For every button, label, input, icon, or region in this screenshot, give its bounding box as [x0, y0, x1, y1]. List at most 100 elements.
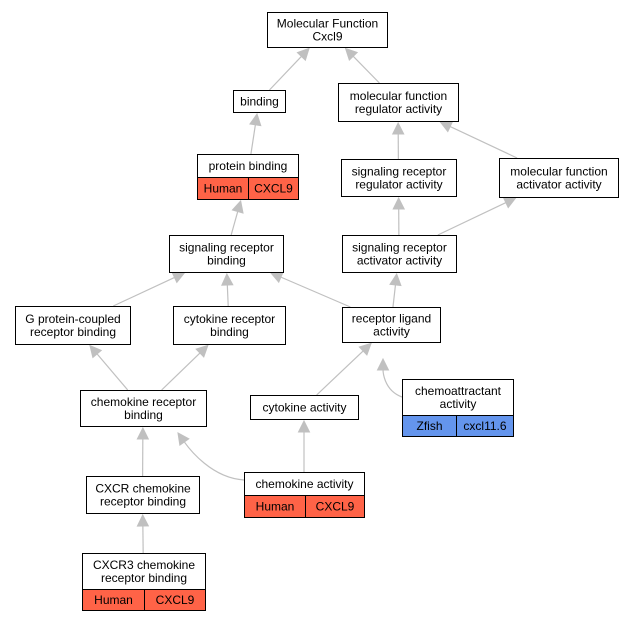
node-box [499, 158, 619, 198]
arrowhead-icon [391, 121, 405, 135]
node-label: molecular function [510, 165, 607, 179]
species-label: Human [256, 500, 295, 514]
node-label: cytokine activity [262, 401, 346, 415]
arrowhead-icon [502, 197, 517, 209]
node-label: activity [440, 397, 477, 411]
node-box [342, 307, 441, 343]
edge-line [448, 125, 518, 159]
node-label: binding [210, 325, 249, 339]
edge-chemokine_rec_binding-to-gpcr_binding [89, 344, 129, 391]
node-box [15, 306, 131, 345]
edge-line [316, 349, 365, 396]
node-label: regulator activity [355, 178, 442, 192]
edge-line [352, 55, 380, 84]
edge-chemokine_activity-to-chemokine_rec_binding [177, 432, 245, 481]
edge-line [161, 351, 202, 391]
edge-sig_rec_binding-to-protein_binding [230, 199, 244, 236]
node-label: Cxcl9 [312, 30, 342, 44]
node-label: binding [207, 254, 246, 268]
species-label: Human [204, 182, 243, 196]
gene-cell [144, 589, 206, 611]
node-box [338, 83, 459, 122]
edge-line [269, 55, 303, 91]
edge-line [113, 276, 176, 307]
edge-line [230, 210, 239, 236]
edge-line [250, 123, 257, 155]
arrowhead-icon [358, 342, 372, 356]
node-label: chemoattractant [415, 384, 502, 398]
annotation-row: Human CXCL9 [244, 495, 365, 518]
edge-line [437, 201, 508, 236]
edge-cxcr3_binding-to-cxcr_binding [136, 513, 150, 554]
arrowhead-icon [177, 432, 190, 447]
node-label: signaling receptor [352, 165, 447, 179]
gene-label: CXCL9 [316, 500, 355, 514]
edges-layer [89, 47, 518, 554]
node-label: signaling receptor [352, 241, 447, 255]
node-box [341, 159, 457, 197]
arrowhead-icon [221, 272, 234, 286]
node-label: binding [240, 95, 279, 109]
node-label: CXCR chemokine [95, 482, 191, 496]
gene-label: cxcl11.6 [463, 419, 506, 433]
node-box [169, 235, 284, 273]
node-label: activator activity [516, 178, 601, 192]
edge-receptor_ligand-to-sig_rec_binding [269, 271, 351, 308]
node-binding[interactable]: binding [233, 90, 286, 113]
edge-line [226, 283, 229, 307]
node-label: Molecular Function [277, 17, 378, 31]
annotation-row: Human CXCL9 [197, 177, 299, 200]
node-label: activity [373, 325, 410, 339]
node-label: regulator activity [355, 102, 442, 116]
edge-sig_rec_activator-to-mf_activator [437, 197, 517, 236]
edge-cytokine_rec_binding-to-sig_rec_binding [221, 272, 234, 307]
edge-sig_rec_activator-to-sig_rec_regulator [392, 196, 406, 236]
gene-label: CXCL9 [254, 182, 293, 196]
node-box [267, 12, 388, 48]
node-label: chemokine receptor [91, 395, 196, 409]
arrowhead-icon [439, 121, 454, 133]
node-label: protein binding [209, 159, 288, 173]
node-label: signaling receptor [179, 241, 274, 255]
node-label: binding [124, 408, 163, 422]
arrowhead-icon [392, 196, 406, 210]
edge-chemoattractant-to-receptor_ligand [376, 357, 403, 398]
arrowhead-icon [297, 419, 311, 433]
edge-line [183, 440, 245, 481]
edge-gpcr_binding-to-sig_rec_binding [113, 271, 186, 307]
arrowhead-icon [195, 344, 209, 358]
edge-sig_rec_regulator-to-mf_regulator [391, 121, 405, 160]
node-label: chemokine activity [255, 477, 353, 491]
edge-binding-to-root [269, 47, 310, 91]
arrowhead-icon [89, 344, 103, 359]
edge-cxcr_binding-to-chemokine_rec_binding [136, 426, 150, 477]
node-cytokine-activity[interactable]: cytokine activity [250, 395, 359, 420]
arrowhead-icon [344, 47, 359, 62]
edge-mf_regulator-to-root [344, 47, 380, 84]
arrowhead-icon [171, 271, 186, 284]
species-label: Human [94, 593, 133, 607]
node-label: molecular function [350, 89, 447, 103]
node-box [342, 235, 457, 273]
node-label: cytokine receptor [184, 312, 275, 326]
gene-cell [305, 495, 365, 518]
arrowhead-icon [231, 199, 244, 214]
